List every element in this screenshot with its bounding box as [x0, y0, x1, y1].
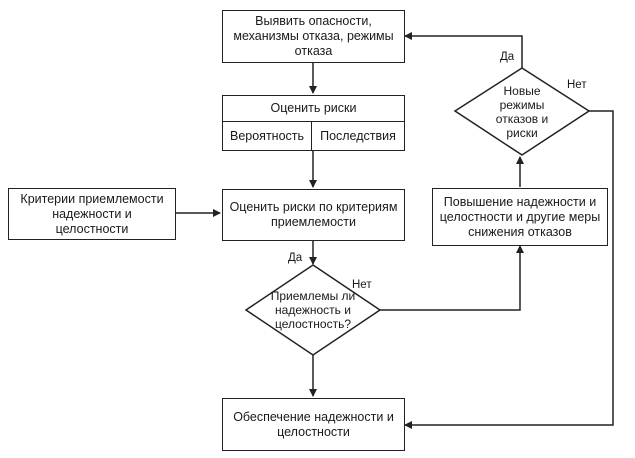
- new-modes-no-label: Нет: [567, 79, 587, 91]
- new-modes-text: Новые режимы отказов и риски: [495, 84, 549, 140]
- arrow-new-modes-yes-to-identify: [404, 32, 523, 68]
- arrow-decision-no-to-improve: [380, 245, 524, 311]
- identify-text: Выявить опасности, механизмы отказа, реж…: [233, 14, 394, 58]
- ensure-box: Обеспечение надежности и целостности: [222, 398, 405, 451]
- assess-criteria-text: Оценить риски по критериям приемлемости: [229, 200, 398, 229]
- acceptable-text: Приемлемы ли надежность и целостность?: [270, 289, 356, 331]
- assess-risks-title: Оценить риски: [223, 96, 404, 122]
- consequences-cell: Последствия: [320, 128, 396, 143]
- acceptable-no-label: Нет: [352, 279, 372, 291]
- new-modes-diamond: [453, 67, 591, 156]
- new-modes-yes-label: Да: [500, 51, 515, 63]
- assess-criteria-box: Оценить риски по критериям приемлемости: [222, 189, 405, 241]
- ensure-text: Обеспечение надежности и целостности: [233, 409, 394, 439]
- criteria-box: Критерии приемлемости надежности и целос…: [8, 188, 176, 240]
- improve-box: Повышение надежности и целостности и дру…: [432, 188, 608, 246]
- assess-risks-box: Оценить риски Вероятность Последствия: [222, 95, 405, 151]
- criteria-text: Критерии приемлемости надежности и целос…: [20, 191, 164, 236]
- improve-text: Повышение надежности и целостности и дру…: [439, 194, 601, 239]
- identify-box: Выявить опасности, механизмы отказа, реж…: [222, 10, 405, 63]
- acceptable-yes-label: Да: [288, 252, 303, 264]
- arrow-new-modes-no-to-ensure: [404, 110, 614, 429]
- probability-cell: Вероятность: [223, 122, 312, 150]
